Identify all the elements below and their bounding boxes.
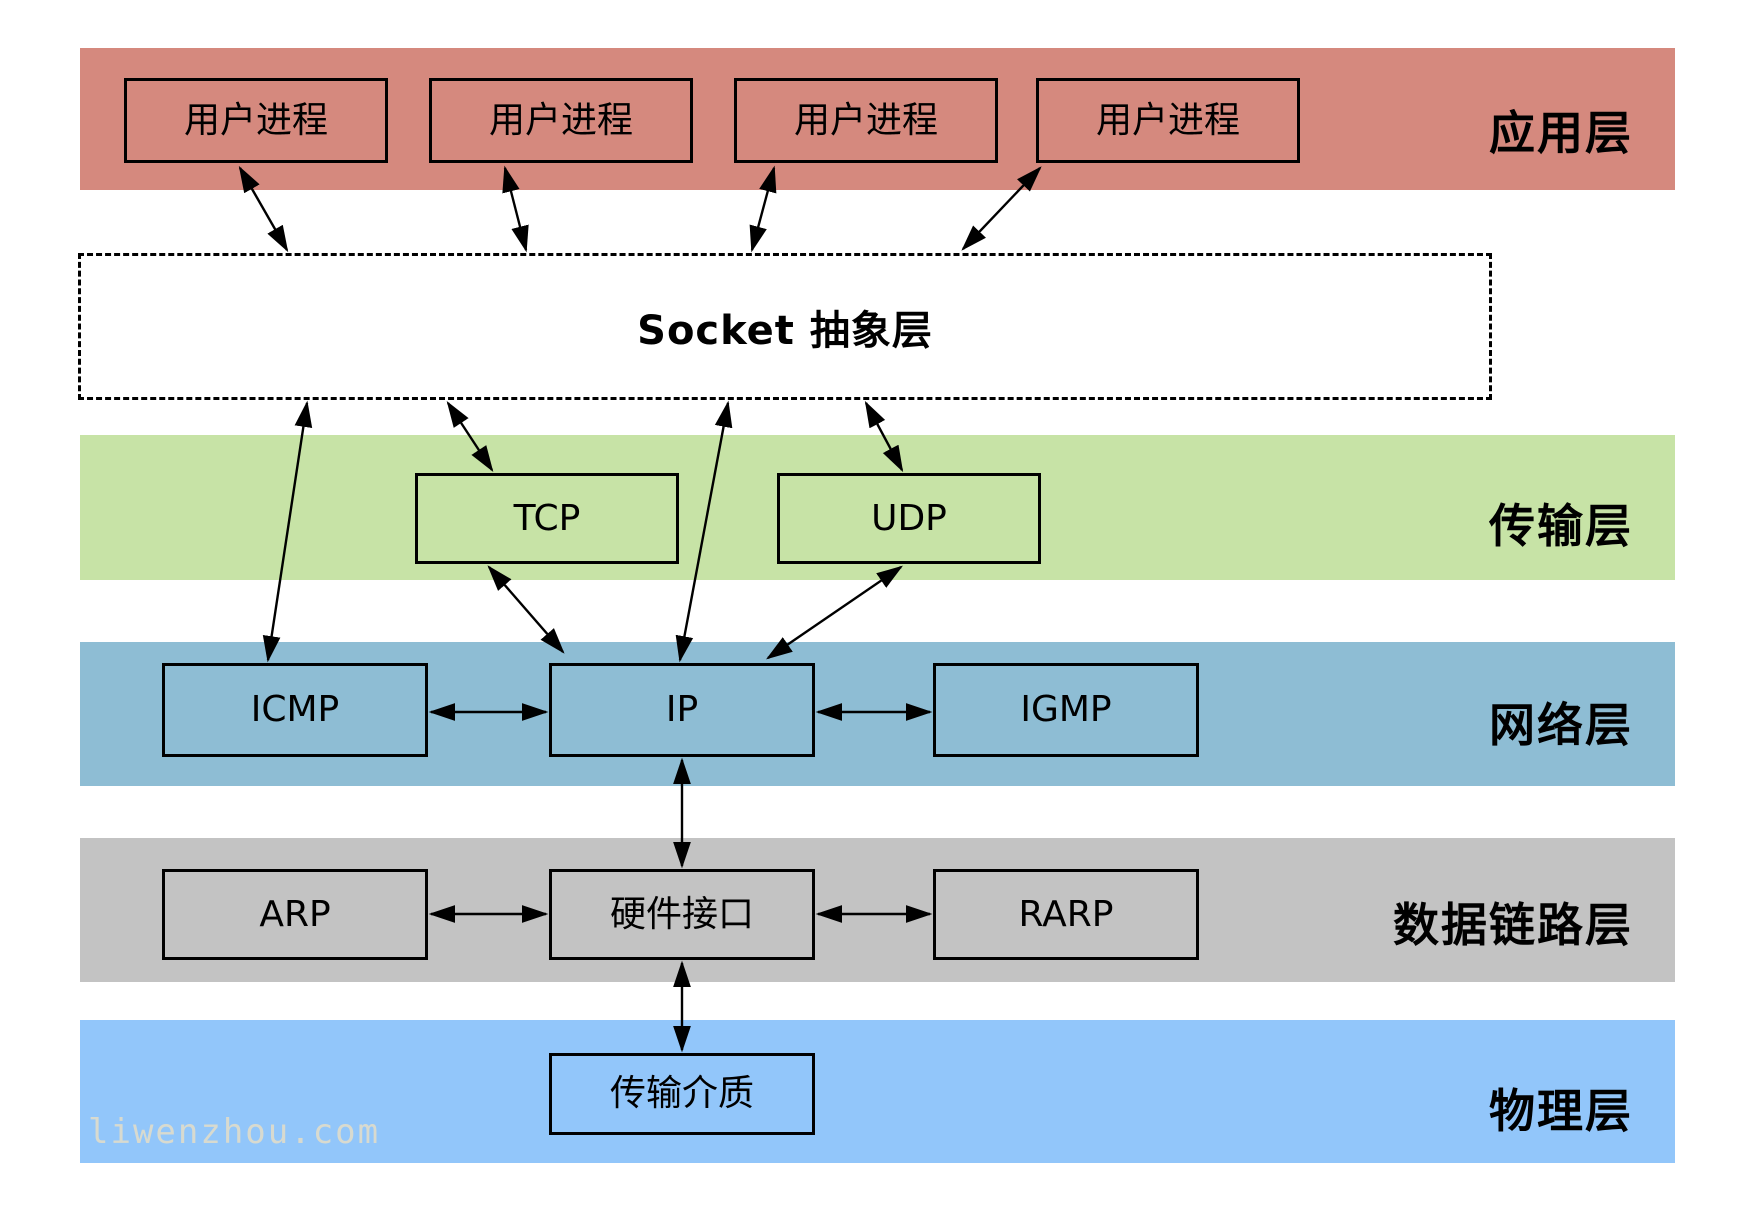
user-process-box-3: 用户进程 [734, 78, 998, 163]
socket-abstraction-label: Socket 抽象层 [637, 307, 933, 354]
ip-box: IP [549, 663, 815, 757]
igmp-box: IGMP [933, 663, 1199, 757]
tcp-box: TCP [415, 473, 679, 564]
network-layer-label: 网络层 [1489, 698, 1633, 752]
application-layer-label: 应用层 [1489, 106, 1633, 160]
watermark-text: liwenzhou.com [88, 1112, 381, 1152]
physical-layer-band [80, 1020, 1675, 1163]
icmp-box: ICMP [162, 663, 428, 757]
datalink-layer-label: 数据链路层 [1393, 898, 1633, 952]
transport-layer-label: 传输层 [1489, 499, 1633, 553]
socket-abstraction-box: Socket 抽象层 [78, 253, 1492, 400]
arp-box: ARP [162, 869, 428, 960]
physical-layer-label: 物理层 [1489, 1084, 1633, 1138]
transmission-medium-box: 传输介质 [549, 1053, 815, 1135]
udp-box: UDP [777, 473, 1041, 564]
user-process-box-4: 用户进程 [1036, 78, 1300, 163]
rarp-box: RARP [933, 869, 1199, 960]
user-process-box-1: 用户进程 [124, 78, 388, 163]
user-process-box-2: 用户进程 [429, 78, 693, 163]
hardware-interface-box: 硬件接口 [549, 869, 815, 960]
